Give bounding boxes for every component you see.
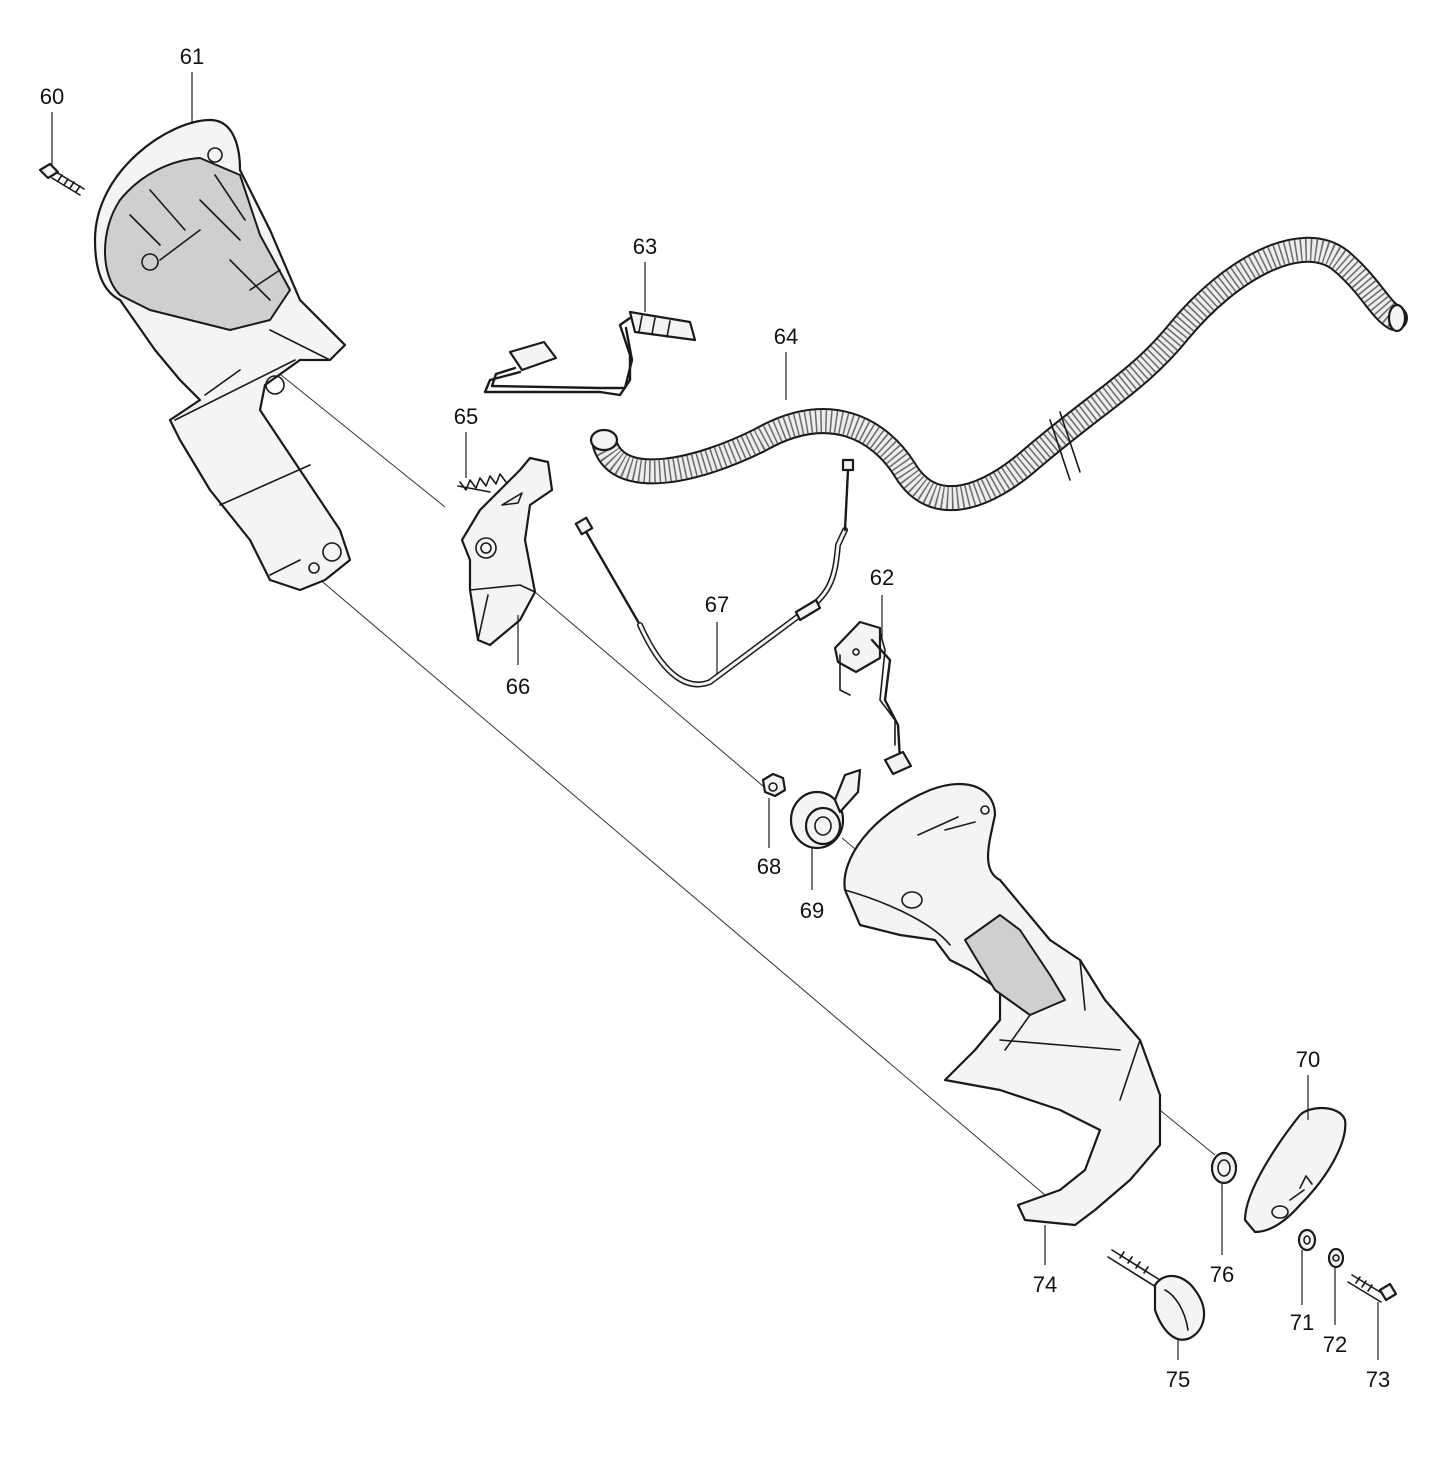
callout-68: 68 (757, 854, 781, 879)
handle-half-housing-icon (93, 118, 352, 592)
washer-icon (1210, 1151, 1238, 1185)
spring-icon (457, 473, 507, 493)
callout-74: 74 (1033, 1272, 1057, 1297)
callout-labels: 60 61 62 63 64 65 66 67 68 69 70 71 72 7… (40, 44, 1390, 1392)
callout-65: 65 (454, 404, 478, 429)
callout-69: 69 (800, 898, 824, 923)
callout-66: 66 (506, 674, 530, 699)
knob-assembly-icon (789, 768, 862, 850)
callout-62: 62 (870, 565, 894, 590)
corrugated-tube-icon (589, 236, 1408, 512)
wire-harness-icon (483, 310, 697, 397)
callout-75: 75 (1166, 1367, 1190, 1392)
leader-lines (51, 72, 1379, 1360)
callout-71: 71 (1290, 1310, 1314, 1335)
throttle-cable-icon (574, 458, 855, 688)
callout-60: 60 (40, 84, 64, 109)
callout-63: 63 (633, 234, 657, 259)
callout-73: 73 (1366, 1367, 1390, 1392)
washer-icon (1327, 1247, 1345, 1269)
callout-61: 61 (180, 44, 204, 69)
cover-icon (1243, 1107, 1347, 1234)
switch-with-leads-icon (833, 620, 913, 776)
screw-icon (1347, 1274, 1398, 1303)
callout-76: 76 (1210, 1262, 1234, 1287)
callout-70: 70 (1296, 1047, 1320, 1072)
washer-icon (1297, 1228, 1317, 1252)
throttle-trigger-icon (460, 456, 554, 647)
callout-67: 67 (705, 592, 729, 617)
nut-icon (761, 772, 787, 798)
handle-half-housing-icon (843, 782, 1162, 1227)
thumb-screw-icon (1107, 1249, 1206, 1341)
callout-64: 64 (774, 324, 798, 349)
callout-72: 72 (1323, 1332, 1347, 1357)
screw-icon (38, 162, 85, 196)
